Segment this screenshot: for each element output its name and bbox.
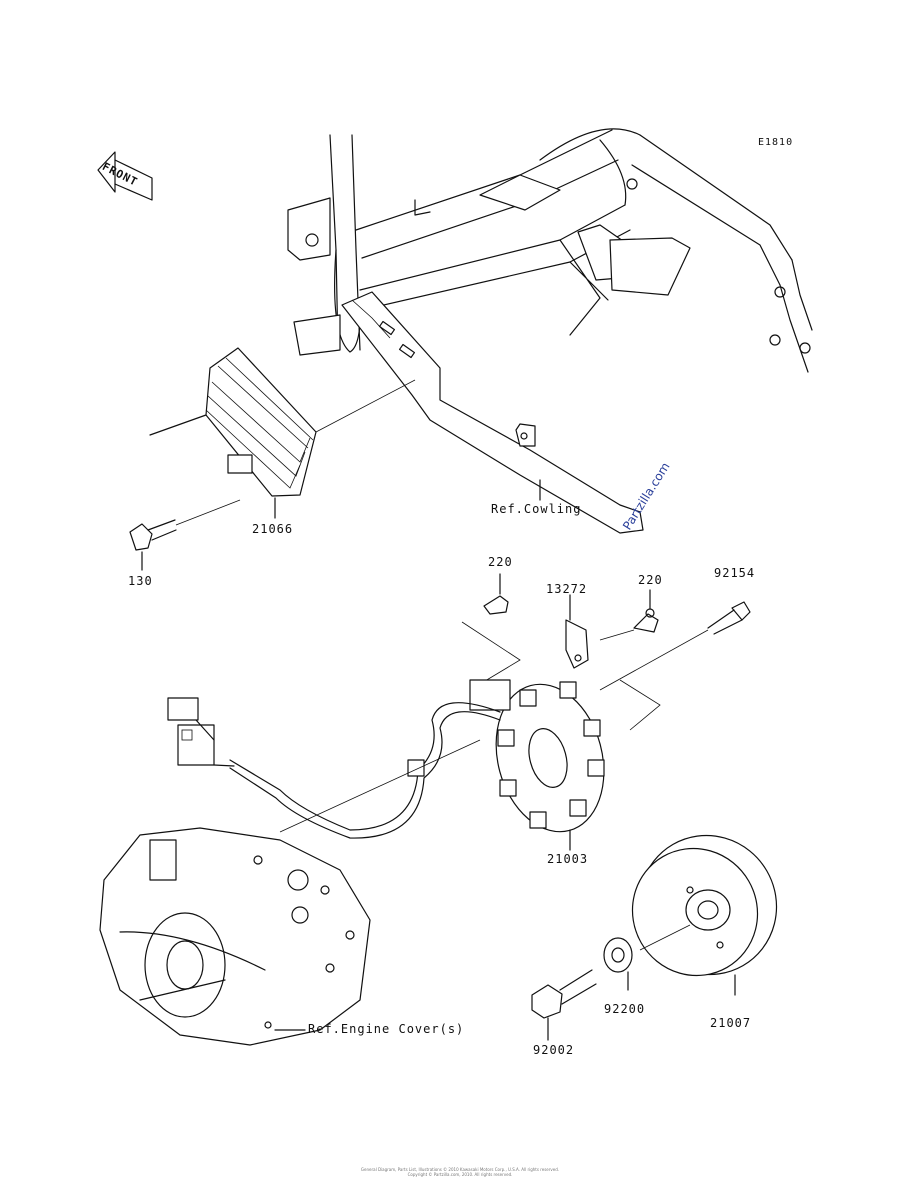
- callout-ref-engine-cover: Ref.Engine Cover(s): [308, 1022, 465, 1036]
- callout-21066: 21066: [252, 522, 294, 536]
- callout-130: 130: [128, 574, 153, 588]
- callout-220-a: 220: [488, 555, 513, 569]
- bracket-13272: [565, 594, 589, 669]
- copyright-notice: General Diagram, Parts List, Illustratio…: [340, 1167, 580, 1177]
- copyright-line-1: General Diagram, Parts List, Illustratio…: [360, 1167, 560, 1172]
- callout-92002: 92002: [533, 1043, 575, 1057]
- bolt-92002: [531, 969, 597, 1041]
- stator-21003: [469, 679, 605, 833]
- leader-21066: [149, 414, 207, 436]
- callout-21003: 21003: [547, 852, 589, 866]
- front-arrow-icon: [97, 151, 153, 201]
- callout-220-b: 220: [638, 573, 663, 587]
- callout-92200: 92200: [604, 1002, 646, 1016]
- bolt-92154: [599, 601, 751, 691]
- callout-21007: 21007: [710, 1016, 752, 1030]
- bolt-130: [129, 499, 241, 551]
- engine-cover-illustration: [99, 827, 371, 1046]
- callout-13272: 13272: [546, 582, 588, 596]
- rotor-21007: [631, 834, 778, 977]
- diagram-code: E1810: [758, 137, 794, 148]
- washer-92200: [603, 937, 633, 991]
- copyright-line-2: Copyright © Partzilla.com, 2010. All rig…: [407, 1172, 513, 1177]
- callout-92154: 92154: [714, 566, 756, 580]
- bolt-220-a: [483, 573, 509, 615]
- wire-harness: [167, 697, 501, 839]
- frame-illustration: [287, 128, 813, 534]
- callout-ref-cowling: Ref.Cowling: [491, 502, 582, 516]
- bolt-220-b: [599, 589, 659, 641]
- regulator-rectifier-21066: [205, 347, 317, 497]
